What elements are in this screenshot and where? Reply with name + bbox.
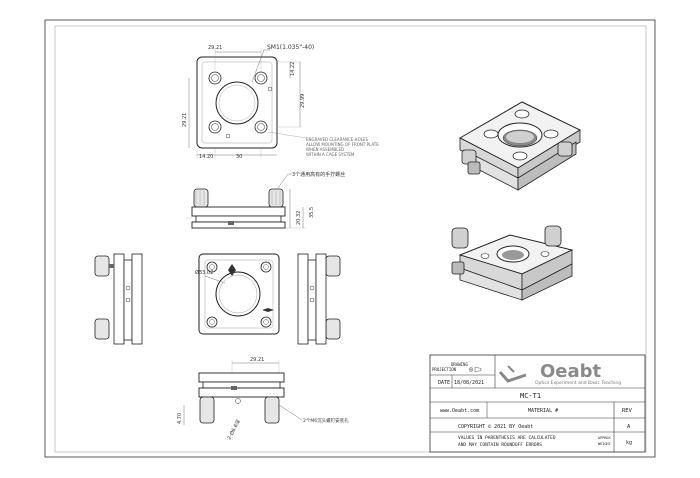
- approx-label-2: WEIGHT: [598, 442, 612, 446]
- brand-logo: Oeabt: [540, 361, 602, 382]
- bottom-callout: 2个M6沉头螺钉安装孔: [303, 417, 349, 424]
- brand-tagline: Optics Experiment and Basic Teaching: [535, 380, 621, 386]
- dim-bottom-top: 29.21: [250, 357, 264, 363]
- website: www.Oeabt.com: [440, 408, 479, 414]
- front-callout: 3个通用高有的手拧螺丝: [292, 171, 345, 178]
- projection-label-2: PROJECTION: [432, 367, 457, 372]
- note-line-3: WHEN ASSEMBLED: [306, 147, 344, 152]
- dim-front-a: 20.32: [296, 211, 302, 225]
- projection-symbol: [468, 367, 474, 372]
- title-block: DRAWING PROJECTION DATE 18/08/2021 Oeabt…: [429, 354, 646, 453]
- projection-label-1: DRAWING: [451, 362, 468, 367]
- dim-bottom-b: 30: [236, 154, 242, 160]
- approx-label-1: APPROX: [598, 436, 612, 440]
- note-line-1: ENGRAVED CLEARANCE HOLES: [306, 137, 368, 142]
- bottom-view: 29.21 4.70 2-Ø6.6深 2个M6沉头螺钉安装孔: [177, 357, 349, 441]
- part-number: MC-T1: [520, 392, 541, 400]
- dim-left-height: 29.21: [182, 113, 188, 127]
- outer-border: [44, 19, 656, 458]
- center-dia-label: Ø33.02: [195, 269, 213, 276]
- center-view: Ø33.02: [94, 253, 341, 345]
- thread-spec-label: SM1(1.035"-40): [267, 44, 314, 51]
- rev-label: REV: [622, 408, 633, 414]
- center-bore: [215, 81, 259, 125]
- dim-bottom-diag: 2-Ø6.6深: [226, 418, 242, 441]
- disclaimer-1: VALUES IN PARENTHESIS ARE CALCULATED: [458, 435, 556, 441]
- dim-bottom-side: 4.70: [177, 413, 183, 424]
- material-label: MATERIAL #: [528, 408, 558, 414]
- dim-bottom-a: 14.20: [199, 154, 213, 160]
- date-value: 18/08/2021: [454, 380, 484, 386]
- dim-right-b: 29.99: [300, 94, 306, 108]
- dim-front-b: 35.5: [309, 207, 315, 218]
- iso-view-top: [458, 101, 582, 191]
- note-line-4: WITHIN A CAGE SYSTEM: [306, 152, 355, 157]
- top-view: 29.21 SM1(1.035"-40) 14.22 29.99 29.21 1…: [182, 44, 379, 160]
- inner-border: [54, 25, 647, 453]
- weight-unit: kg: [626, 440, 632, 446]
- copyright: COPYRIGHT © 2021 BY Oeabt: [458, 424, 533, 430]
- date-label: DATE: [438, 380, 450, 386]
- disclaimer-2: AND MAY CONTAIN ROUNDOFF ERRORS: [458, 442, 542, 448]
- iso-view-bottom: [451, 225, 574, 301]
- front-view: 20.32 35.5 3个通用高有的手拧螺丝: [186, 171, 345, 229]
- dim-top-width: 29.21: [208, 45, 222, 51]
- note-line-2: ALLOW MOUNTING OF FRONT PLATE: [306, 142, 379, 147]
- dim-right-a: 14.22: [290, 62, 296, 76]
- rev-value: A: [627, 424, 631, 430]
